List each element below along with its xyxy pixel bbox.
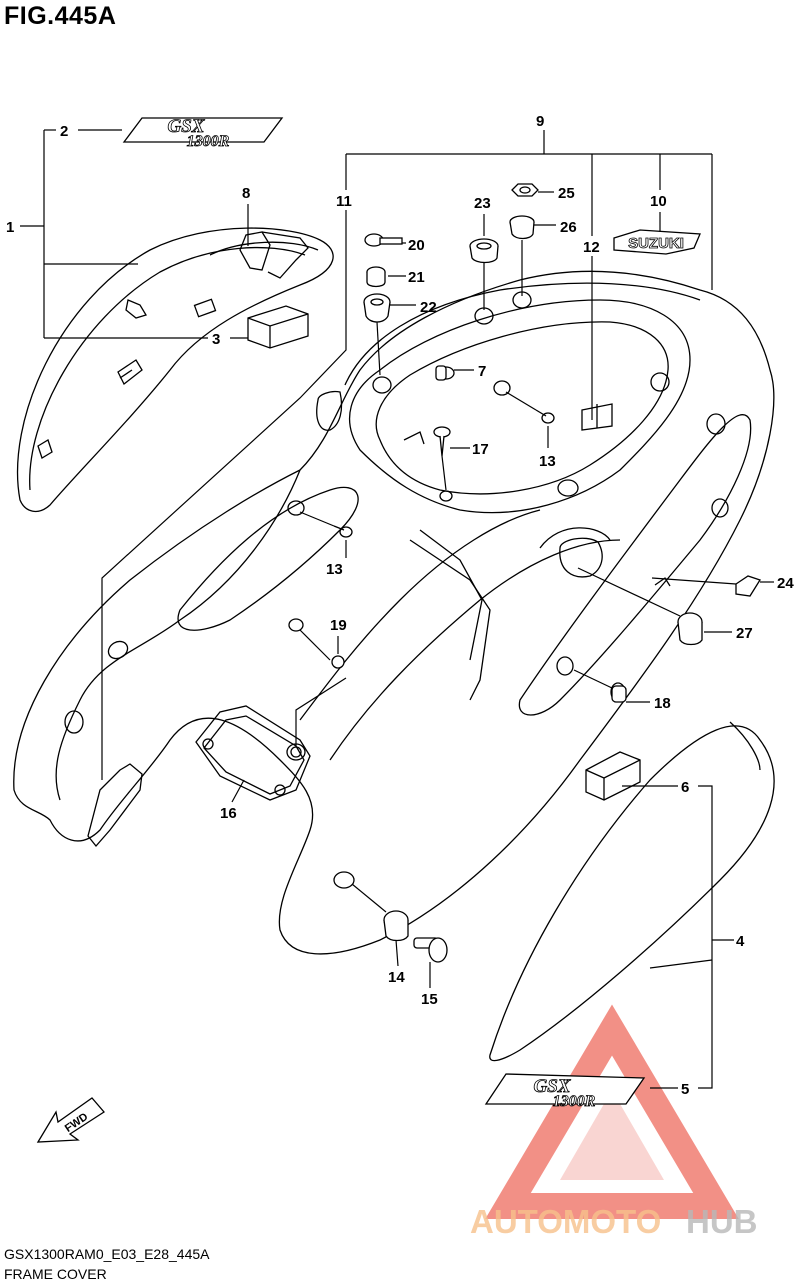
callout-10: 10 (650, 193, 667, 210)
callout-23: 23 (474, 195, 491, 212)
callout-15: 15 (421, 991, 438, 1008)
grommet-26-icon (509, 215, 535, 240)
svg-text:AUTOMOTO: AUTOMOTO (470, 1203, 661, 1240)
callout-16: 16 (220, 805, 237, 822)
tape-piece-3 (247, 305, 309, 349)
left-frame-cover-part (16, 227, 334, 513)
seat-tail-cover (13, 270, 775, 955)
watermark-logo (485, 1004, 739, 1219)
callout-20: 20 (408, 237, 425, 254)
fwd-arrow-icon: FWD (36, 1097, 105, 1143)
grommet-14-icon (383, 910, 409, 942)
hardware-parts (331, 183, 761, 963)
gsx-1300r-top-emblem: GSX 1300R (122, 116, 284, 150)
suzuki-emblem: SUZUKI (613, 229, 701, 255)
svg-text:SUZUKI: SUZUKI (628, 235, 684, 252)
callout-17: 17 (472, 441, 489, 458)
callout-19: 19 (330, 617, 347, 634)
grommet-22-icon (363, 293, 391, 323)
collar-21-icon (366, 266, 386, 288)
bolt-15-icon (413, 937, 448, 963)
rivet-17-icon (433, 426, 451, 457)
callout-13-lower: 13 (326, 561, 343, 578)
tape-24-icon (735, 575, 761, 597)
figure-code: GSX1300RAM0_E03_E28_445A (4, 1246, 210, 1262)
nut-25-icon (511, 183, 539, 197)
figure-title: FIG.445A (4, 2, 117, 30)
callout-2: 2 (60, 123, 68, 140)
svg-text:1300R: 1300R (553, 1093, 596, 1110)
callout-24: 24 (777, 575, 794, 592)
grommet-27-icon (677, 612, 703, 646)
callout-12: 12 (583, 239, 600, 256)
callout-6: 6 (681, 779, 689, 796)
callout-25: 25 (558, 185, 575, 202)
callout-22: 22 (420, 299, 437, 316)
callout-14: 14 (388, 969, 405, 986)
callout-1: 1 (6, 219, 14, 236)
svg-text:GSX: GSX (534, 1076, 572, 1097)
watermark-triangle-icon (485, 1004, 739, 1219)
svg-text:HUB: HUB (686, 1203, 758, 1240)
callout-5: 5 (681, 1081, 689, 1098)
gsx-1300r-bottom-emblem: GSX 1300R (484, 1073, 646, 1110)
screw-13-upper-icon (535, 409, 555, 424)
callout-27: 27 (736, 625, 753, 642)
screw-13-lower-icon (333, 525, 353, 538)
watermark-text: AUTOMOTO HUB (470, 1203, 758, 1240)
callout-labels: 1 2 3 4 5 6 7 8 9 10 11 12 13 13 14 15 1… (6, 113, 794, 1098)
svg-text:1300R: 1300R (187, 133, 230, 150)
callout-13-upper: 13 (539, 453, 556, 470)
grommet-23-icon (469, 238, 499, 264)
svg-text:GSX: GSX (168, 116, 206, 137)
callout-8: 8 (242, 185, 250, 202)
side-cover-part-4 (489, 721, 775, 1062)
callout-7: 7 (478, 363, 486, 380)
screw-20-icon (364, 233, 403, 247)
callout-3: 3 (212, 331, 220, 348)
callout-18: 18 (654, 695, 671, 712)
bracket-16 (195, 705, 311, 801)
callout-26: 26 (560, 219, 577, 236)
callout-9: 9 (536, 113, 544, 130)
figure-name: FRAME COVER (4, 1266, 107, 1282)
tape-piece-6 (585, 751, 641, 801)
screw-19-icon (331, 655, 345, 669)
nut-7-icon (435, 365, 455, 381)
callout-4: 4 (736, 933, 745, 950)
grommet-18-icon (610, 682, 627, 703)
leader-lines (20, 129, 774, 1089)
callout-11: 11 (336, 193, 352, 210)
callout-21: 21 (408, 269, 425, 286)
